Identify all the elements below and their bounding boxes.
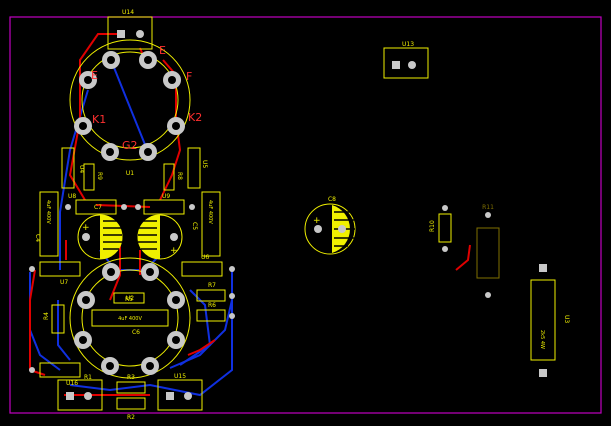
pin-label-e-right: E	[159, 44, 166, 57]
svg-text:+: +	[82, 223, 90, 233]
r7-label: R7	[208, 282, 216, 289]
u6-component[interactable]: U6	[181, 254, 223, 277]
r1-resistor[interactable]: R1	[29, 362, 92, 381]
u8-label: U8	[68, 193, 76, 200]
u16-label: U16	[66, 380, 78, 387]
u1-label: U1	[126, 170, 134, 177]
c6-capacitor[interactable]: 4uF 400V C6	[91, 309, 169, 336]
u9-component[interactable]: U9	[162, 193, 170, 200]
u1-tube-socket[interactable]: U1 E E F K1 K2 G2	[69, 39, 202, 177]
r11-resistor[interactable]: R11	[476, 204, 500, 298]
u13-connector[interactable]: U13	[383, 41, 429, 79]
u2-label: U2	[126, 295, 134, 302]
r4-label: R4	[43, 312, 50, 320]
c8-capacitor[interactable]: + C8	[304, 196, 356, 255]
u15-label: U15	[174, 373, 186, 380]
u3-value: 2k5 4W	[539, 330, 545, 349]
board-outline	[9, 16, 602, 414]
r2-resistor[interactable]: R2	[116, 397, 146, 421]
r1-label: R1	[84, 374, 92, 381]
u15-connector[interactable]: U15	[157, 373, 203, 411]
pin-label-g2: G2	[122, 139, 138, 152]
r10-label: R10	[429, 220, 436, 232]
r11-label: R11	[482, 204, 494, 211]
c5-label: C5	[191, 222, 198, 230]
r9-label: R9	[96, 172, 103, 180]
r6-label: R6	[208, 302, 216, 309]
c7-label: C7	[94, 204, 102, 211]
pin-label-k2: K2	[188, 111, 202, 124]
u4-component[interactable]: U4	[61, 147, 85, 189]
u4-label: U4	[78, 165, 85, 173]
u16-connector[interactable]: U16	[57, 379, 103, 411]
u3-label: U3	[563, 315, 570, 323]
r5-label: R5	[125, 296, 133, 303]
c5-value: 4uF 400V	[207, 200, 213, 224]
r8-label: R8	[176, 172, 183, 180]
c4-label: C4	[34, 234, 41, 242]
c4-value: 4uF 400V	[45, 200, 51, 224]
pin-label-f-right: F	[186, 70, 192, 83]
u14-connector[interactable]: U14	[107, 9, 153, 50]
u13-label: U13	[402, 41, 414, 48]
c7-capacitor[interactable]: C7	[75, 199, 117, 215]
r10-resistor[interactable]: R10	[429, 205, 452, 252]
u7-component[interactable]: U7	[39, 261, 81, 286]
pin-label-k1: K1	[92, 113, 106, 126]
r3-label: R3	[127, 374, 135, 381]
r5-resistor[interactable]: R5	[113, 292, 145, 304]
svg-text:+: +	[313, 216, 321, 226]
r3-resistor[interactable]: R3	[116, 374, 146, 394]
electrolytic-cap-left[interactable]: +	[77, 214, 123, 260]
u7-label: U7	[60, 279, 68, 286]
r8-resistor[interactable]: R8	[163, 163, 183, 191]
c6-block[interactable]	[143, 199, 185, 215]
r6-resistor[interactable]: R6	[196, 302, 226, 322]
c4-capacitor[interactable]: C4 4uF 400V	[34, 191, 59, 257]
r9-resistor[interactable]: R9	[83, 163, 103, 191]
u9-label: U9	[162, 193, 170, 200]
r7-resistor[interactable]: R7	[196, 282, 226, 302]
r2-label: R2	[127, 414, 135, 421]
u6-label: U6	[201, 254, 209, 261]
u5-label: U5	[201, 160, 208, 168]
c5-capacitor[interactable]: C5 4uF 400V	[191, 191, 221, 257]
u8-component[interactable]: U8	[68, 193, 76, 200]
u14-label: U14	[122, 9, 134, 16]
electrolytic-cap-right[interactable]: +	[137, 214, 183, 260]
u5-component[interactable]: U5	[187, 147, 208, 189]
svg-text:+: +	[170, 246, 178, 256]
c6-label: C6	[132, 329, 140, 336]
u3-component[interactable]: U3 2k5 4W	[530, 264, 570, 377]
pin-label-e-left: E	[91, 69, 98, 82]
r4-resistor[interactable]: R4	[43, 304, 65, 334]
c6-value: 4uF 400V	[118, 316, 142, 322]
c8-label: C8	[328, 196, 336, 203]
u2-tube-socket[interactable]: U2	[69, 257, 191, 379]
